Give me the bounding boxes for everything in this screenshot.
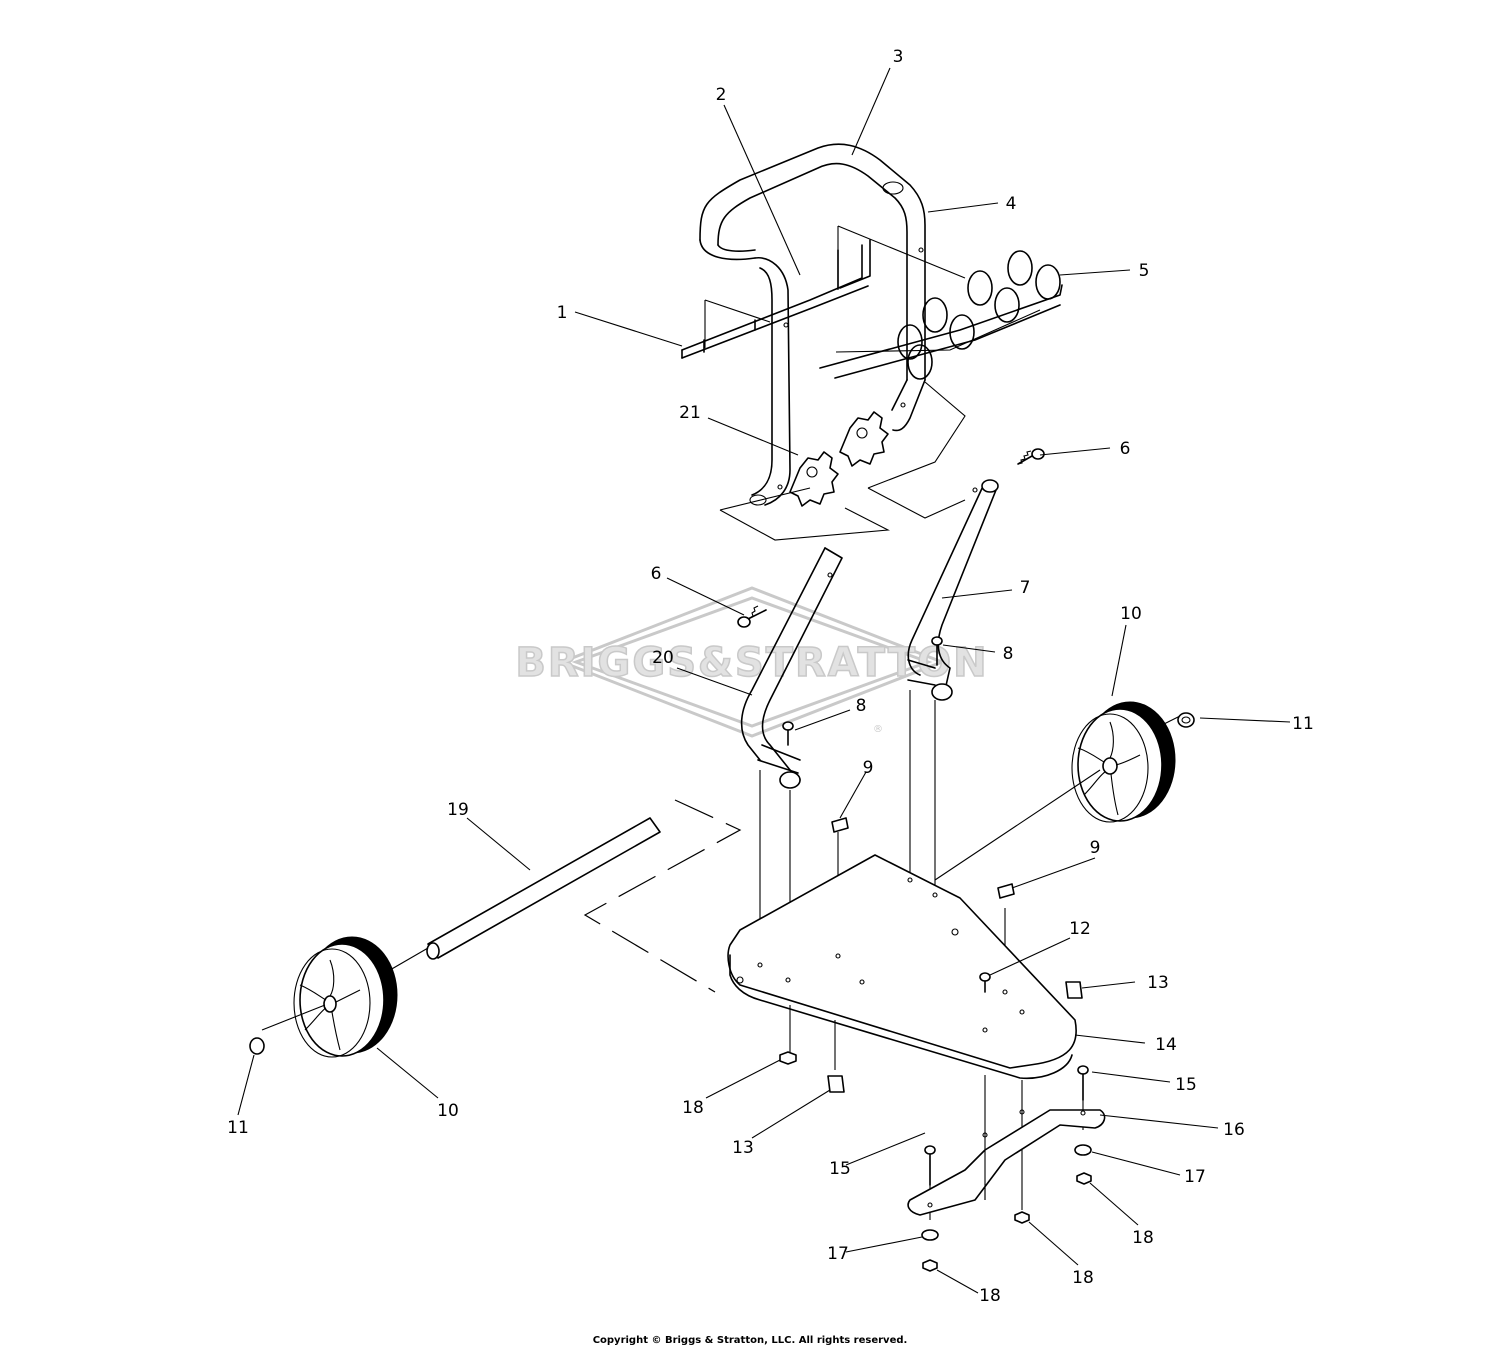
part-knobs — [789, 411, 889, 507]
callout-15-left: 15 — [829, 1159, 851, 1179]
part-nozzle-holder — [819, 250, 1063, 380]
callout-11-right: 11 — [1292, 714, 1314, 734]
callout-10-right: 10 — [1120, 604, 1142, 624]
callout-16: 16 — [1223, 1120, 1245, 1140]
callout-5: 5 — [1139, 261, 1150, 281]
callout-18-right: 18 — [1132, 1228, 1154, 1248]
watermark-registered-mark: ® — [873, 724, 883, 735]
part-base-plate — [727, 854, 1077, 1080]
part-washers — [921, 1144, 1092, 1241]
callout-11-left: 11 — [227, 1118, 249, 1138]
callout-8-upper: 8 — [1003, 644, 1014, 664]
callout-10-left: 10 — [437, 1101, 459, 1121]
callout-19: 19 — [447, 800, 469, 820]
callout-18-left: 18 — [682, 1098, 704, 1118]
callout-15-right: 15 — [1175, 1075, 1197, 1095]
callout-18-bottom: 18 — [979, 1286, 1001, 1306]
part-nuts — [779, 1051, 1092, 1272]
callout-7: 7 — [1020, 578, 1031, 598]
part-left-frame-tube — [740, 547, 843, 789]
callout-1: 1 — [557, 303, 568, 323]
callout-4: 4 — [1006, 194, 1017, 214]
part-wheel-left — [249, 936, 398, 1058]
part-wheel-right — [934, 701, 1195, 881]
callout-6-left: 6 — [651, 564, 662, 584]
part-bolts-6 — [737, 448, 1045, 628]
part-bolts-9-12 — [831, 817, 1015, 993]
callout-17-left: 17 — [827, 1244, 849, 1264]
callout-18-center: 18 — [1072, 1268, 1094, 1288]
leader-lines — [237, 67, 1291, 1294]
part-hose-hook — [681, 225, 966, 359]
callout-9-left: 9 — [863, 758, 874, 778]
briggs-stratton-watermark: BRIGGS&STRATTON ® — [515, 586, 987, 738]
callout-3: 3 — [893, 47, 904, 67]
part-handle — [699, 143, 926, 506]
callout-13-left: 13 — [732, 1138, 754, 1158]
part-axle — [389, 799, 742, 993]
alignment-planes-upper — [719, 381, 966, 541]
callout-17-right: 17 — [1184, 1167, 1206, 1187]
part-rubber-feet — [827, 981, 1083, 1093]
part-right-frame-tube — [907, 479, 999, 701]
part-bolts-8 — [782, 636, 943, 746]
callout-21: 21 — [679, 403, 701, 423]
part-bracket — [907, 1109, 1106, 1216]
callout-8-lower: 8 — [856, 696, 867, 716]
callout-2: 2 — [716, 85, 727, 105]
copyright-notice: Copyright © Briggs & Stratton, LLC. All … — [592, 1335, 908, 1346]
callout-20: 20 — [652, 648, 674, 668]
callout-9-right: 9 — [1090, 838, 1101, 858]
callout-12: 12 — [1069, 919, 1091, 939]
callout-6-right: 6 — [1120, 439, 1131, 459]
callout-14: 14 — [1155, 1035, 1177, 1055]
callout-13-right: 13 — [1147, 973, 1169, 993]
callout-labels: 3 2 4 5 1 21 6 6 7 8 10 20 8 11 9 19 9 1… — [227, 47, 1314, 1306]
part-bolts-15 — [924, 1065, 1089, 1186]
